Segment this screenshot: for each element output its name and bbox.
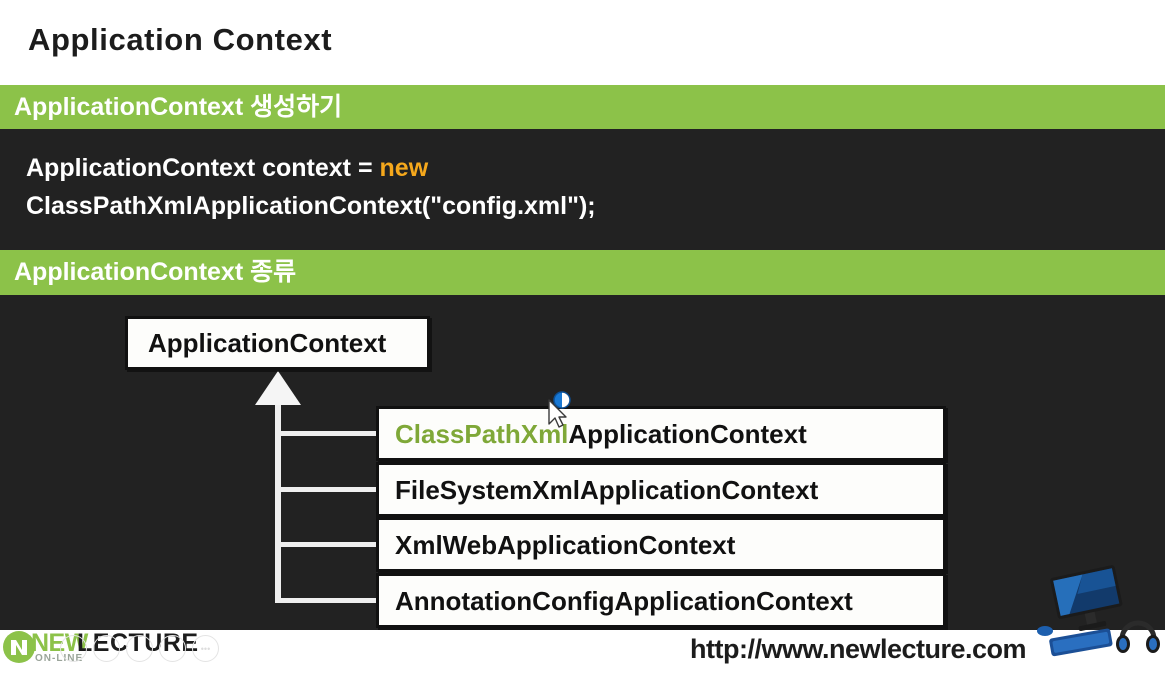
uml-box-filesystemxml-label: FileSystemXmlApplicationContext	[395, 477, 818, 503]
uml-box-classpathxml-highlight: ClassPathXml	[395, 418, 569, 449]
ghost-circle-icon-3[interactable]	[126, 635, 153, 662]
uml-box-classpathxml-rest: ApplicationContext	[568, 418, 807, 449]
code-keyword-new: new	[379, 154, 429, 182]
uml-box-application-context-label: ApplicationContext	[148, 328, 387, 358]
uml-box-classpathxml: ClassPathXmlApplicationContext	[376, 406, 946, 461]
connector-branch-3	[275, 542, 379, 547]
uml-box-filesystemxml-rest: FileSystemXmlApplicationContext	[395, 474, 819, 505]
code-line-2: ClassPathXmlApplicationContext("config.x…	[26, 192, 596, 220]
uml-box-xmlweb-rest: XmlWebApplicationContext	[395, 529, 736, 560]
code-line-1: ApplicationContext context = new	[26, 156, 428, 181]
uml-box-annotationconfig-rest: AnnotationConfigApplicationContext	[395, 585, 853, 616]
connector-trunk	[275, 398, 281, 603]
uml-box-application-context: ApplicationContext	[125, 316, 430, 370]
page-title: Application Context	[28, 22, 333, 57]
code-panel: ApplicationContext context = new ClassPa…	[0, 129, 1165, 250]
section-header-types: ApplicationContext 종류	[0, 250, 1165, 295]
footer-url[interactable]: http://www.newlecture.com	[690, 634, 1027, 664]
uml-box-classpathxml-label: ClassPathXmlApplicationContext	[395, 421, 807, 447]
ghost-circle-icon-2[interactable]	[93, 635, 120, 662]
section-header-types-label: ApplicationContext 종류	[14, 258, 297, 286]
uml-box-xmlweb: XmlWebApplicationContext	[376, 517, 946, 572]
uml-box-xmlweb-label: XmlWebApplicationContext	[395, 532, 735, 558]
ghost-circle-icon-4[interactable]	[159, 635, 186, 662]
uml-box-filesystemxml: FileSystemXmlApplicationContext	[376, 462, 946, 517]
connector-branch-4	[275, 598, 379, 603]
inheritance-arrow-icon	[255, 371, 301, 405]
connector-branch-2	[275, 487, 379, 492]
logo-subtitle-online: ON-LINE	[35, 653, 84, 664]
section-header-create-label: ApplicationContext 생성하기	[14, 92, 343, 121]
ghost-more-icon[interactable]: •••	[192, 635, 219, 662]
ghost-circle-icon-1[interactable]	[60, 635, 87, 662]
section-header-create: ApplicationContext 생성하기	[0, 85, 1165, 129]
uml-box-annotationconfig: AnnotationConfigApplicationContext	[376, 573, 946, 628]
newlecture-logo-icon	[3, 631, 35, 663]
uml-box-annotationconfig-label: AnnotationConfigApplicationContext	[395, 588, 853, 614]
code-declaration-text: ApplicationContext context =	[26, 154, 380, 182]
connector-branch-1	[275, 431, 379, 436]
